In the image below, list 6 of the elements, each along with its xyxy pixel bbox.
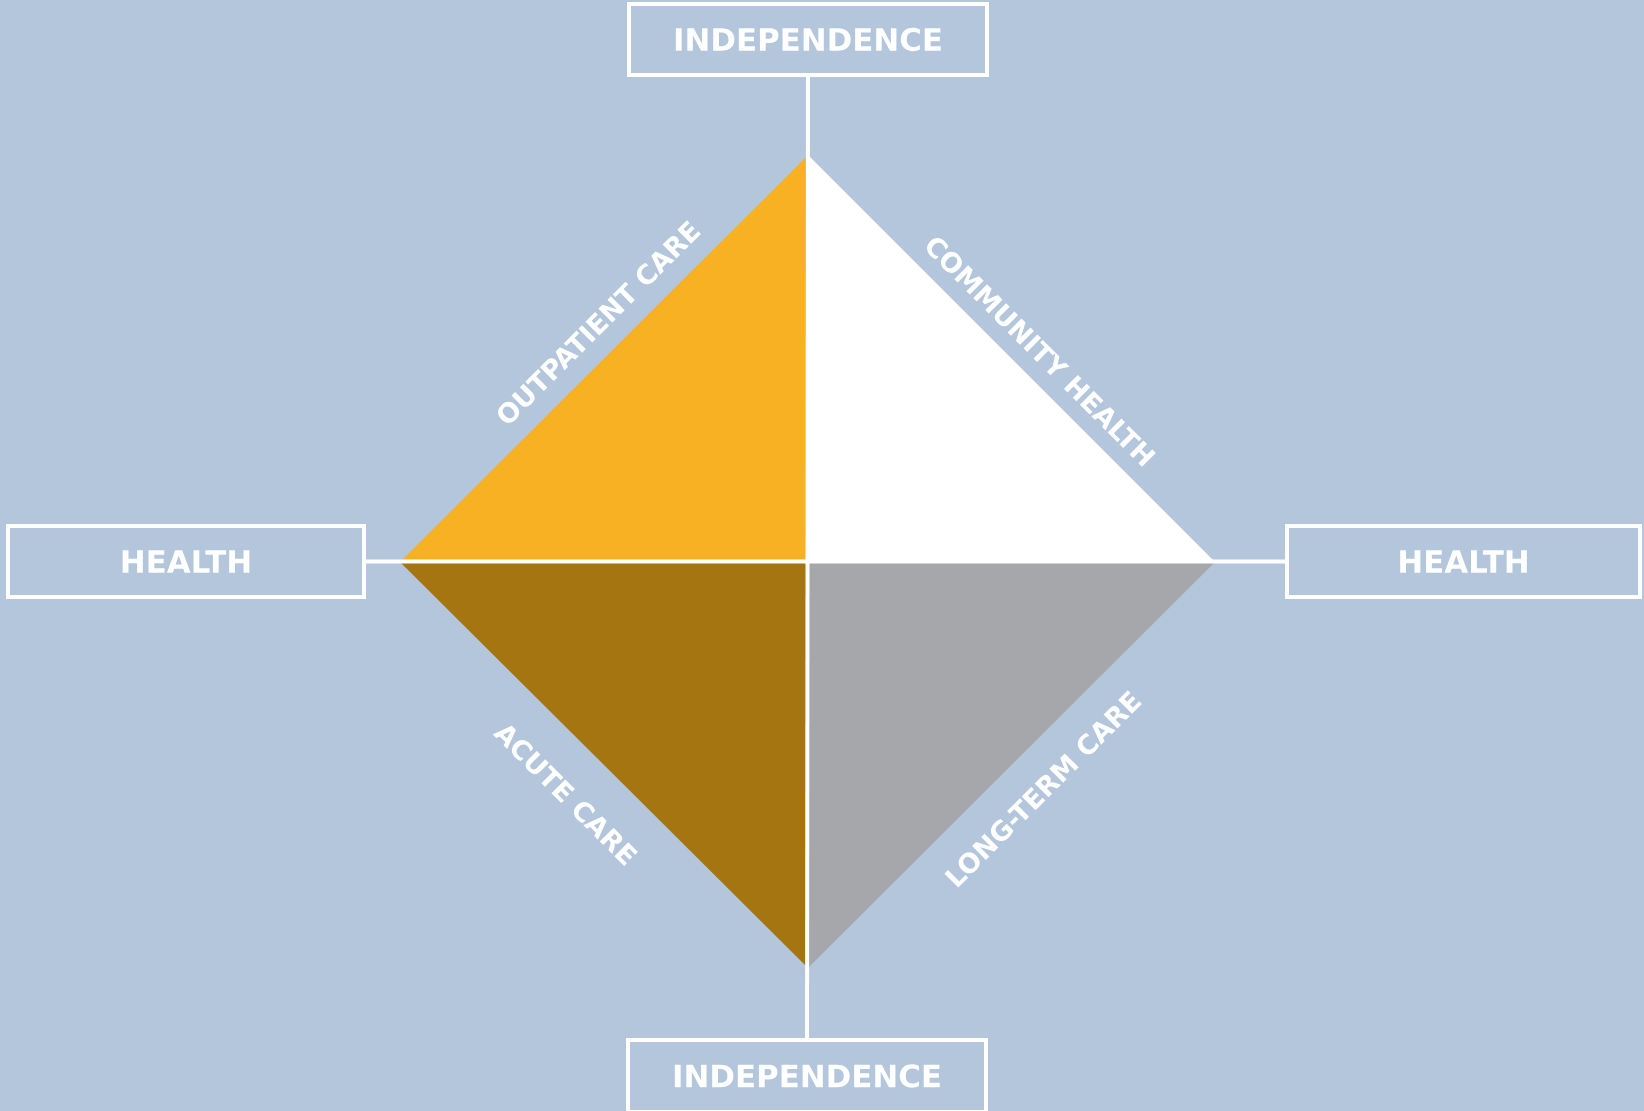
label-box: HEALTH (1285, 524, 1642, 599)
label-box: INDEPENDENCE (626, 1038, 988, 1111)
label-box: INDEPENDENCE (627, 2, 989, 77)
connector-line (366, 559, 1285, 564)
label-box: HEALTH (6, 524, 366, 599)
connector-line (805, 77, 810, 1038)
